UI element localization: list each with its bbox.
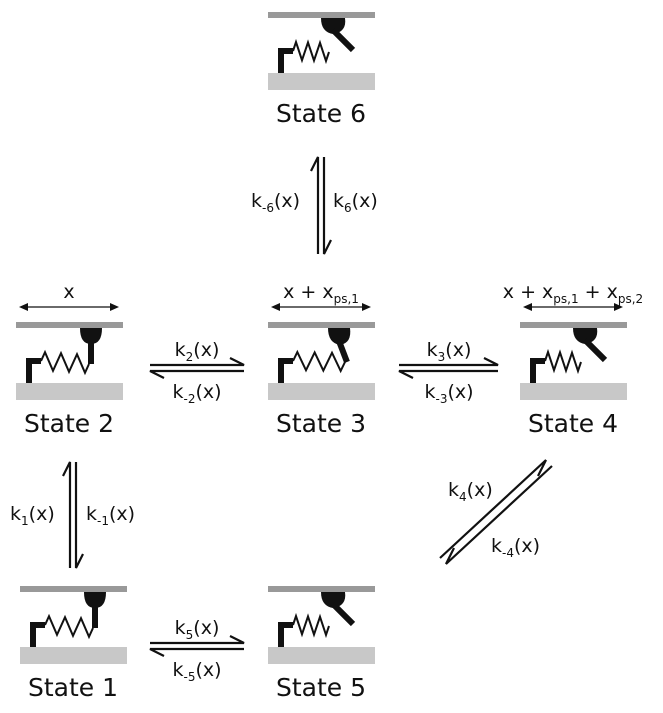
substrate (268, 383, 375, 400)
state5-group: State 5 (268, 586, 375, 702)
substrate (268, 647, 375, 664)
dimension-arrow-head (523, 303, 532, 311)
lever-arm (92, 604, 98, 628)
eq-1-5-reverse-arrow (149, 647, 244, 657)
eq-2-3-reverse-arrow (149, 369, 244, 379)
eq-2-1-down-arrow (74, 462, 84, 569)
actin-filament (20, 586, 127, 592)
state-label: State 4 (528, 409, 618, 438)
elastic-spring (44, 613, 94, 640)
eq-2-1-up-arrow (62, 461, 72, 568)
state-label: State 1 (28, 673, 118, 702)
myosin-head (321, 18, 346, 34)
myosin-head (321, 592, 346, 608)
substrate (16, 383, 123, 400)
rate-label-km2: k-2(x) (172, 381, 221, 406)
lever-arm (330, 27, 356, 53)
eq-3-4-reverse-arrow (398, 369, 498, 379)
dimension-arrow-head (271, 303, 280, 311)
eq-6-3-up-arrow (310, 156, 320, 254)
anchor (278, 358, 293, 383)
state-label: State 5 (276, 673, 366, 702)
dimension-label: x + xps,1 + xps,2 (503, 281, 643, 306)
elastic-spring (40, 349, 90, 376)
lever-arm (330, 601, 356, 627)
substrate (268, 73, 375, 90)
rate-label-k1: k1(x) (10, 503, 55, 528)
actin-filament (268, 586, 375, 592)
myosin-head (84, 592, 106, 608)
rate-label-km4: k-4(x) (491, 535, 540, 560)
state3-group: State 3 x + xps,1 (268, 281, 375, 438)
rate-label-km1: k-1(x) (86, 503, 135, 528)
rate-label-k6: k6(x) (333, 190, 378, 215)
anchor (278, 48, 293, 73)
myosin-head (328, 328, 351, 345)
anchor (30, 622, 45, 647)
rate-label-k5: k5(x) (175, 617, 220, 642)
state6-group: State 6 (268, 12, 375, 128)
actin-filament (520, 322, 627, 328)
substrate (520, 383, 627, 400)
dimension-arrow-head (614, 303, 623, 311)
rate-label-k2: k2(x) (175, 339, 220, 364)
eq-5-4-forward-arrow (439, 459, 547, 559)
actin-filament (16, 322, 123, 328)
rate-label-km6: k-6(x) (251, 190, 300, 215)
eq-5-4-reverse-arrow (445, 465, 553, 565)
rate-label-km3: k-3(x) (424, 381, 473, 406)
lever-arm (88, 340, 94, 364)
anchor (278, 622, 293, 647)
dimension-label: x (63, 281, 74, 303)
elastic-spring (292, 612, 330, 639)
state4-group: State 4 x + xps,1 + xps,2 (503, 281, 643, 438)
eq-6-3-down-arrow (322, 157, 332, 255)
substrate (20, 647, 127, 664)
eq-3-4-forward-arrow (399, 357, 499, 367)
rate-label-k4: k4(x) (448, 479, 493, 504)
dimension-arrow-head (362, 303, 371, 311)
rate-label-k3: k3(x) (427, 339, 472, 364)
dimension-arrow-head (19, 303, 28, 311)
lever-arm (336, 339, 350, 364)
elastic-spring (292, 38, 330, 65)
state1-group: State 1 (20, 586, 127, 702)
state-label: State 6 (276, 99, 366, 128)
anchor (26, 358, 41, 383)
dimension-arrow-head (110, 303, 119, 311)
myosin-head (573, 328, 598, 344)
actin-filament (268, 12, 375, 18)
dimension-label: x + xps,1 (283, 281, 359, 306)
state-label: State 2 (24, 409, 114, 438)
eq-1-5-forward-arrow (150, 635, 245, 645)
elastic-spring (544, 348, 582, 375)
elastic-spring (292, 349, 346, 374)
myosin-head (80, 328, 102, 344)
eq-2-3-forward-arrow (150, 357, 245, 367)
state-label: State 3 (276, 409, 366, 438)
rate-label-km5: k-5(x) (172, 659, 221, 684)
anchor (530, 358, 545, 383)
actin-filament (268, 322, 375, 328)
lever-arm (582, 337, 608, 363)
state2-group: State 2 x (16, 281, 123, 438)
